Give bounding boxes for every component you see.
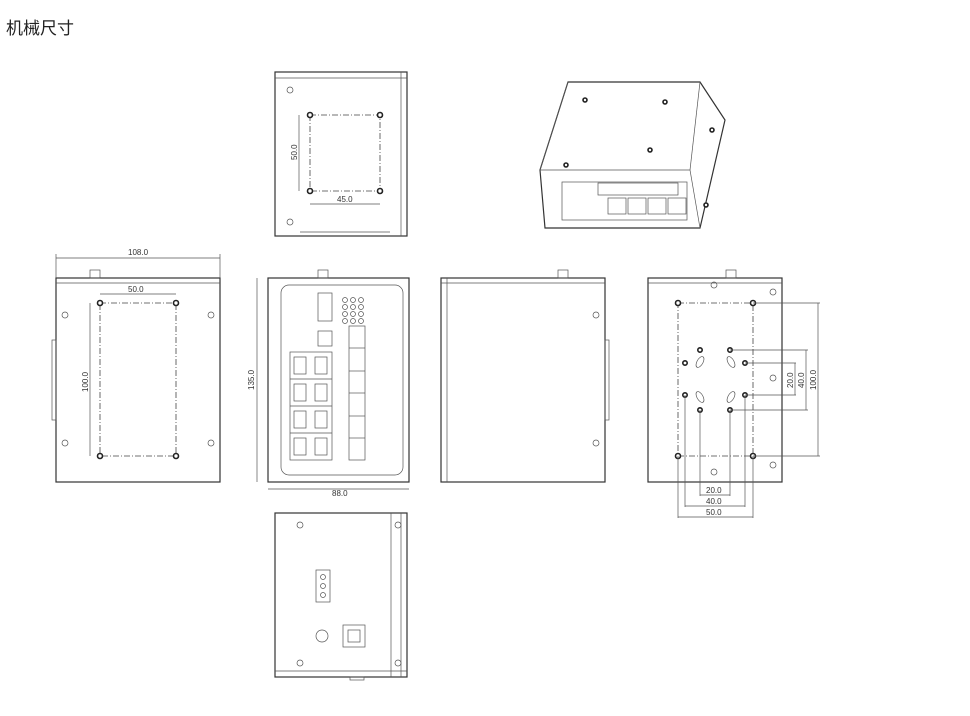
front-view: 135.0 88.0 bbox=[247, 269, 410, 498]
bottom-view bbox=[274, 512, 408, 681]
back-view-dim-h-40: 40.0 bbox=[706, 497, 722, 506]
front-view-width: 88.0 bbox=[332, 489, 348, 498]
top-view-width-dim: 45.0 bbox=[337, 195, 353, 204]
page-title: 机械尺寸 bbox=[6, 19, 74, 38]
right-side-view bbox=[440, 269, 610, 483]
isometric-view bbox=[539, 81, 726, 229]
left-side-view: 108.0 50.0 100.0 bbox=[51, 248, 221, 483]
top-view-height-dim: 50.0 bbox=[290, 144, 299, 160]
back-view-dim-v-100: 100.0 bbox=[809, 369, 818, 390]
back-view-dim-h-50: 50.0 bbox=[706, 508, 722, 517]
left-view-hole-height: 100.0 bbox=[81, 371, 90, 392]
back-view-dim-v-40: 40.0 bbox=[797, 372, 806, 388]
left-view-hole-width: 50.0 bbox=[128, 285, 144, 294]
top-view: 50.0 45.0 bbox=[274, 71, 408, 237]
back-view: 20.0 40.0 100.0 20.0 40.0 50.0 bbox=[647, 269, 820, 518]
back-view-dim-v-20: 20.0 bbox=[786, 372, 795, 388]
left-view-overall-width: 108.0 bbox=[128, 248, 149, 257]
front-view-height: 135.0 bbox=[247, 369, 256, 390]
back-view-dim-h-20: 20.0 bbox=[706, 486, 722, 495]
